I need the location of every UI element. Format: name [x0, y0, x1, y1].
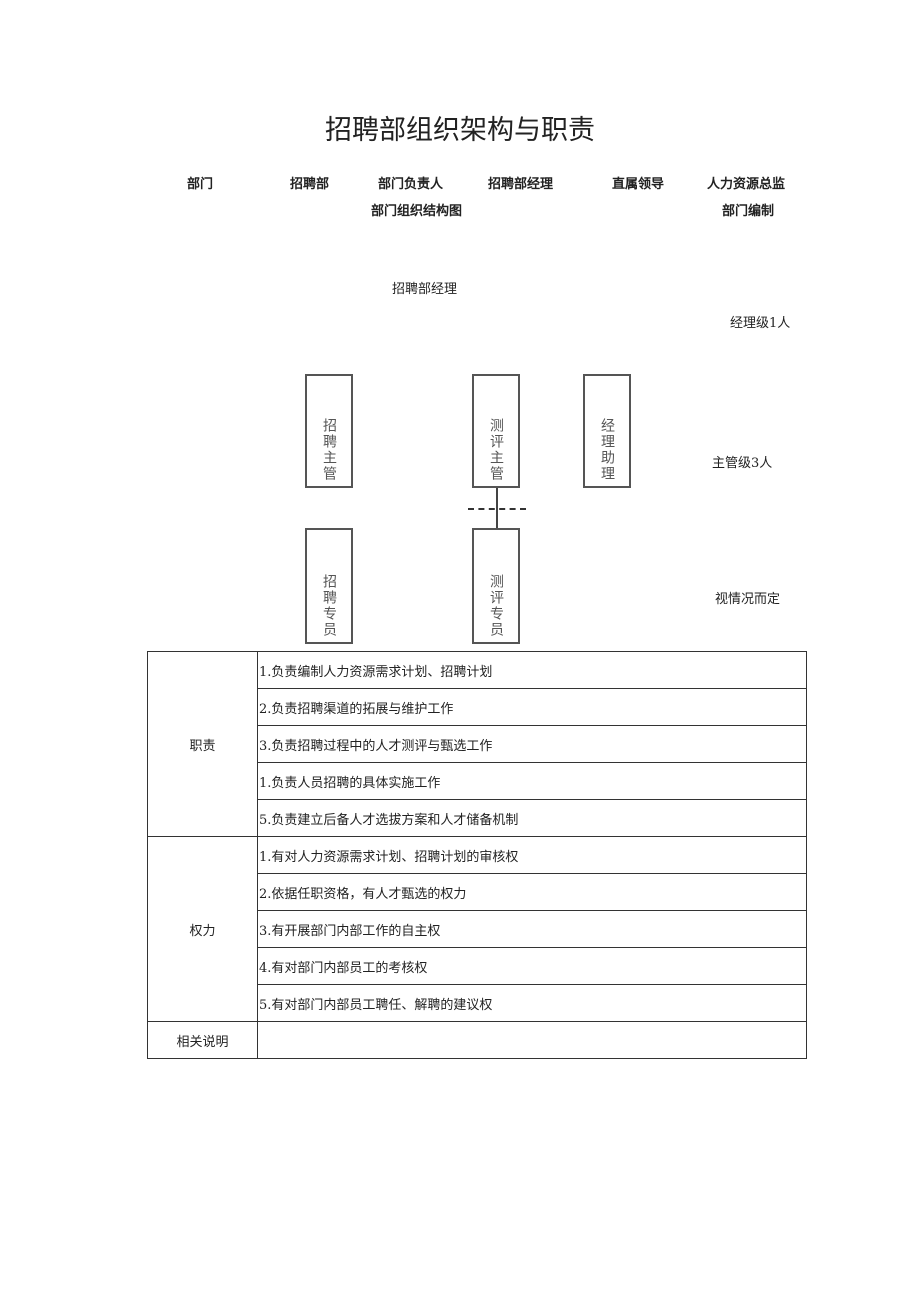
- power-item: 3.有开展部门内部工作的自主权: [257, 910, 807, 948]
- duty-item: 2.负责招聘渠道的拓展与维护工作: [257, 688, 807, 726]
- duty-item: 3.负责招聘过程中的人才测评与甄选工作: [257, 725, 807, 763]
- head-value: 招聘部经理: [488, 177, 554, 192]
- duty-item: 1.负责人员招聘的具体实施工作: [257, 762, 807, 800]
- power-item: 2.依据任职资格，有人才甄选的权力: [257, 873, 807, 911]
- org-box-assessment-supervisor: 测评主管: [472, 374, 520, 488]
- org-box-recruit-specialist: 招聘专员: [305, 528, 353, 644]
- dashed-divider: [468, 508, 526, 510]
- duty-item: 5.负责建立后备人才选拔方案和人才储备机制: [257, 799, 807, 837]
- power-item: 4.有对部门内部员工的考核权: [257, 947, 807, 985]
- level-supervisor: 主管级3人: [712, 456, 773, 471]
- dept-value: 招聘部: [290, 177, 330, 192]
- notes-value: [257, 1021, 807, 1059]
- duty-item: 1.负责编制人力资源需求计划、招聘计划: [257, 651, 807, 689]
- head-label: 部门负责人: [378, 177, 444, 192]
- dept-label: 部门: [187, 177, 214, 192]
- org-top-node: 招聘部经理: [392, 282, 458, 297]
- staffing-label: 部门编制: [722, 204, 775, 219]
- org-box-assessment-specialist: 测评专员: [472, 528, 520, 644]
- chart-label: 部门组织结构图: [371, 204, 463, 219]
- leader-value: 人力资源总监: [707, 177, 786, 192]
- powers-label: 权力: [147, 836, 258, 1022]
- page-title: 招聘部组织架构与职责: [325, 115, 595, 146]
- level-staff: 视情况而定: [715, 592, 781, 607]
- notes-label: 相关说明: [147, 1021, 258, 1059]
- power-item: 5.有对部门内部员工聘任、解聘的建议权: [257, 984, 807, 1022]
- org-box-manager-assistant: 经理助理: [583, 374, 631, 488]
- org-box-recruit-supervisor: 招聘主管: [305, 374, 353, 488]
- duties-label: 职责: [147, 651, 258, 837]
- power-item: 1.有对人力资源需求计划、招聘计划的审核权: [257, 836, 807, 874]
- level-manager: 经理级1人: [730, 316, 791, 331]
- leader-label: 直属领导: [612, 177, 665, 192]
